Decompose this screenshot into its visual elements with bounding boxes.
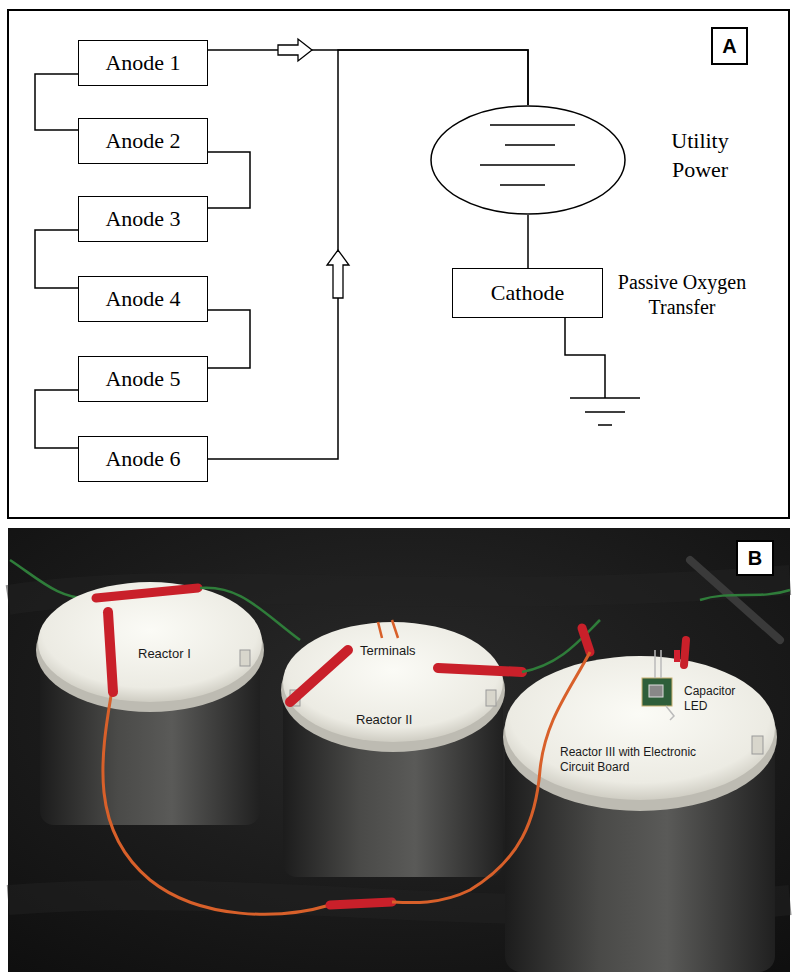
wire-connector: [208, 50, 528, 459]
ground-wire: [565, 318, 605, 398]
box-text: Anode 5: [105, 366, 180, 392]
alligator-clip: [96, 588, 198, 598]
alligator-clip: [290, 650, 348, 702]
battery-symbol: [480, 125, 575, 185]
reactor-lid: [38, 582, 262, 702]
photo-label: Reactor III with Electronic Circuit Boar…: [560, 745, 712, 775]
circuit-board: [642, 678, 672, 706]
cathode-box: Cathode: [452, 268, 603, 318]
panel-frame: [8, 10, 789, 518]
orange-wire: [103, 690, 330, 914]
ground-symbol: [570, 398, 640, 425]
green-wire: [10, 560, 90, 598]
panel-letter: A: [722, 35, 736, 58]
alligator-clip: [108, 612, 113, 692]
anode-box: Anode 6: [78, 436, 208, 482]
green-wire: [200, 588, 600, 672]
wire-connector: [35, 390, 78, 448]
wire-connector: [208, 50, 528, 105]
alligator-clip: [438, 668, 522, 672]
orange-wire: [392, 652, 590, 903]
flow-arrow: [278, 39, 312, 61]
ellipse-shape: [431, 106, 625, 214]
wire-connector: [527, 215, 529, 268]
box-text: Anode 4: [105, 286, 180, 312]
photo-background: [8, 528, 790, 972]
alligator-clip: [582, 628, 590, 652]
lid-vent: [752, 736, 763, 754]
wire-connector: [35, 74, 78, 130]
photo-label: Reactor II: [356, 712, 446, 728]
wire-connector: [35, 230, 78, 288]
annotation: Passive Oxygen Transfer: [606, 270, 758, 320]
anode-box: Anode 3: [78, 196, 208, 242]
photo-label: Reactor I: [138, 646, 228, 662]
box-text: Cathode: [491, 280, 564, 306]
alligator-clip: [330, 902, 392, 905]
reactor-lid: [283, 622, 503, 742]
power-source: Utility Power: [430, 105, 626, 215]
ellipse-outline: [430, 105, 626, 215]
lid-vent: [486, 690, 496, 706]
reactor-lid: [505, 656, 775, 800]
panel-tag: A: [711, 27, 748, 65]
box-text: Anode 3: [105, 206, 180, 232]
box-text: Anode 2: [105, 128, 180, 154]
lid-vent: [240, 650, 250, 666]
photo-label: Terminals: [360, 643, 450, 659]
led: [674, 650, 680, 662]
alligator-clip: [684, 640, 686, 665]
photo-label: LED: [684, 699, 744, 714]
anode-box: Anode 2: [78, 118, 208, 164]
panel-tag: B: [736, 540, 774, 576]
anode-box: Anode 4: [78, 276, 208, 322]
node-heading: Utility Power: [650, 127, 750, 184]
wire-connector: [208, 152, 250, 208]
anode-box: Anode 5: [78, 356, 208, 402]
panel-letter: B: [748, 547, 762, 570]
component-leads: [655, 650, 674, 720]
anode-box: Anode 1: [78, 40, 208, 86]
box-text: Anode 6: [105, 446, 180, 472]
photo-label: Capacitor: [684, 684, 764, 699]
box-text: Anode 1: [105, 50, 180, 76]
green-wire: [700, 590, 790, 600]
wire-connector: [208, 310, 250, 368]
terminal-wire: [378, 620, 398, 638]
chip: [649, 685, 663, 697]
flow-arrow: [327, 250, 349, 298]
